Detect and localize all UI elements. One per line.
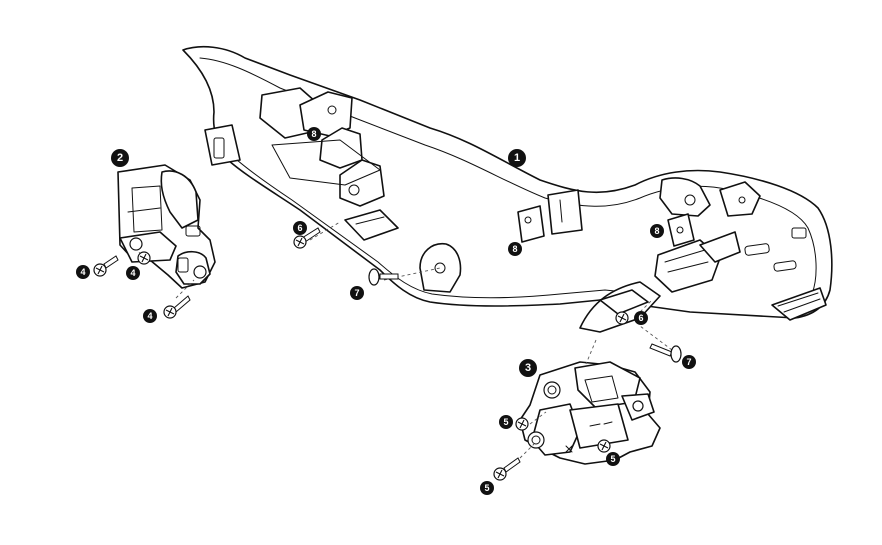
screw-4-a [93, 255, 119, 277]
callout-5-c: 5 [480, 481, 494, 495]
callout-6-a-label: 6 [297, 223, 302, 233]
callout-8-a: 8 [307, 127, 321, 141]
callout-8-b-label: 8 [512, 244, 517, 254]
callout-3-label: 3 [525, 362, 531, 374]
fastener-screws [93, 227, 682, 481]
screw-4-b [137, 251, 151, 265]
callout-3: 3 [519, 359, 537, 377]
callout-1-label: 1 [514, 152, 520, 164]
screw-7-left [368, 268, 399, 286]
main-housing-bracket [182, 45, 833, 333]
callout-5-a-label: 5 [503, 417, 508, 427]
callout-5-b-label: 5 [610, 454, 615, 464]
callout-8-a-label: 8 [311, 129, 316, 139]
callout-7-b: 7 [682, 355, 696, 369]
callout-8-b: 8 [508, 242, 522, 256]
callout-2: 2 [111, 149, 129, 167]
callout-4-a-label: 4 [80, 267, 85, 277]
screw-6-left [293, 227, 321, 249]
callout-7-b-label: 7 [686, 357, 691, 367]
callout-2-label: 2 [117, 152, 123, 164]
callout-8-c: 8 [650, 224, 664, 238]
callout-1: 1 [508, 149, 526, 167]
callout-4-c: 4 [143, 309, 157, 323]
screw-5-a [515, 417, 529, 431]
screw-7-right [649, 343, 682, 363]
callout-4-a: 4 [76, 265, 90, 279]
callout-4-b: 4 [126, 266, 140, 280]
screw-5-b [493, 457, 521, 481]
callout-5-b: 5 [606, 452, 620, 466]
callout-7-a: 7 [350, 286, 364, 300]
callout-6-b-label: 6 [638, 313, 643, 323]
callout-6-b: 6 [634, 311, 648, 325]
callout-5-a: 5 [499, 415, 513, 429]
right-actuator-module [519, 361, 661, 465]
callout-4-b-label: 4 [130, 268, 135, 278]
callout-5-c-label: 5 [484, 483, 489, 493]
screw-6-right [615, 311, 629, 325]
screw-4-c [163, 295, 191, 319]
left-actuator-bracket [117, 164, 216, 289]
callout-7-a-label: 7 [354, 288, 359, 298]
callout-4-c-label: 4 [147, 311, 152, 321]
callout-8-c-label: 8 [654, 226, 659, 236]
callout-6-a: 6 [293, 221, 307, 235]
screw-5-c [597, 439, 611, 453]
